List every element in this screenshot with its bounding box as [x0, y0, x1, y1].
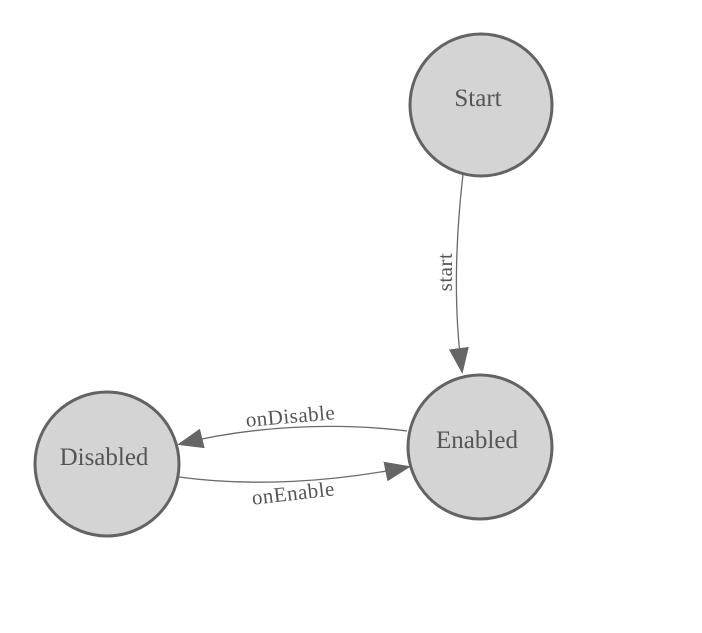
- node-disabled-circle[interactable]: [33, 390, 181, 538]
- edge-label-start: start: [433, 253, 457, 292]
- node-enabled-circle[interactable]: [406, 373, 554, 521]
- edge-label-ondisable: onDisable: [245, 400, 336, 432]
- edge-line-onenable: [178, 461, 411, 483]
- edge-label-onenable: onEnable: [250, 476, 335, 509]
- edge-line-ondisable: [177, 425, 408, 449]
- edge-disabled-to-enabled: onEnable: [178, 461, 411, 510]
- node-disabled-label: Disabled: [60, 444, 149, 471]
- node-start-label: Start: [454, 85, 501, 112]
- edge-enabled-to-disabled: onDisable: [177, 400, 408, 449]
- node-start[interactable]: Start: [408, 32, 554, 178]
- node-disabled[interactable]: Disabled: [33, 390, 181, 538]
- edge-start-to-enabled: start: [433, 173, 469, 374]
- node-start-circle[interactable]: [408, 32, 554, 178]
- edge-line-start: [448, 173, 469, 374]
- node-enabled-label: Enabled: [436, 427, 518, 454]
- node-enabled[interactable]: Enabled: [406, 373, 554, 521]
